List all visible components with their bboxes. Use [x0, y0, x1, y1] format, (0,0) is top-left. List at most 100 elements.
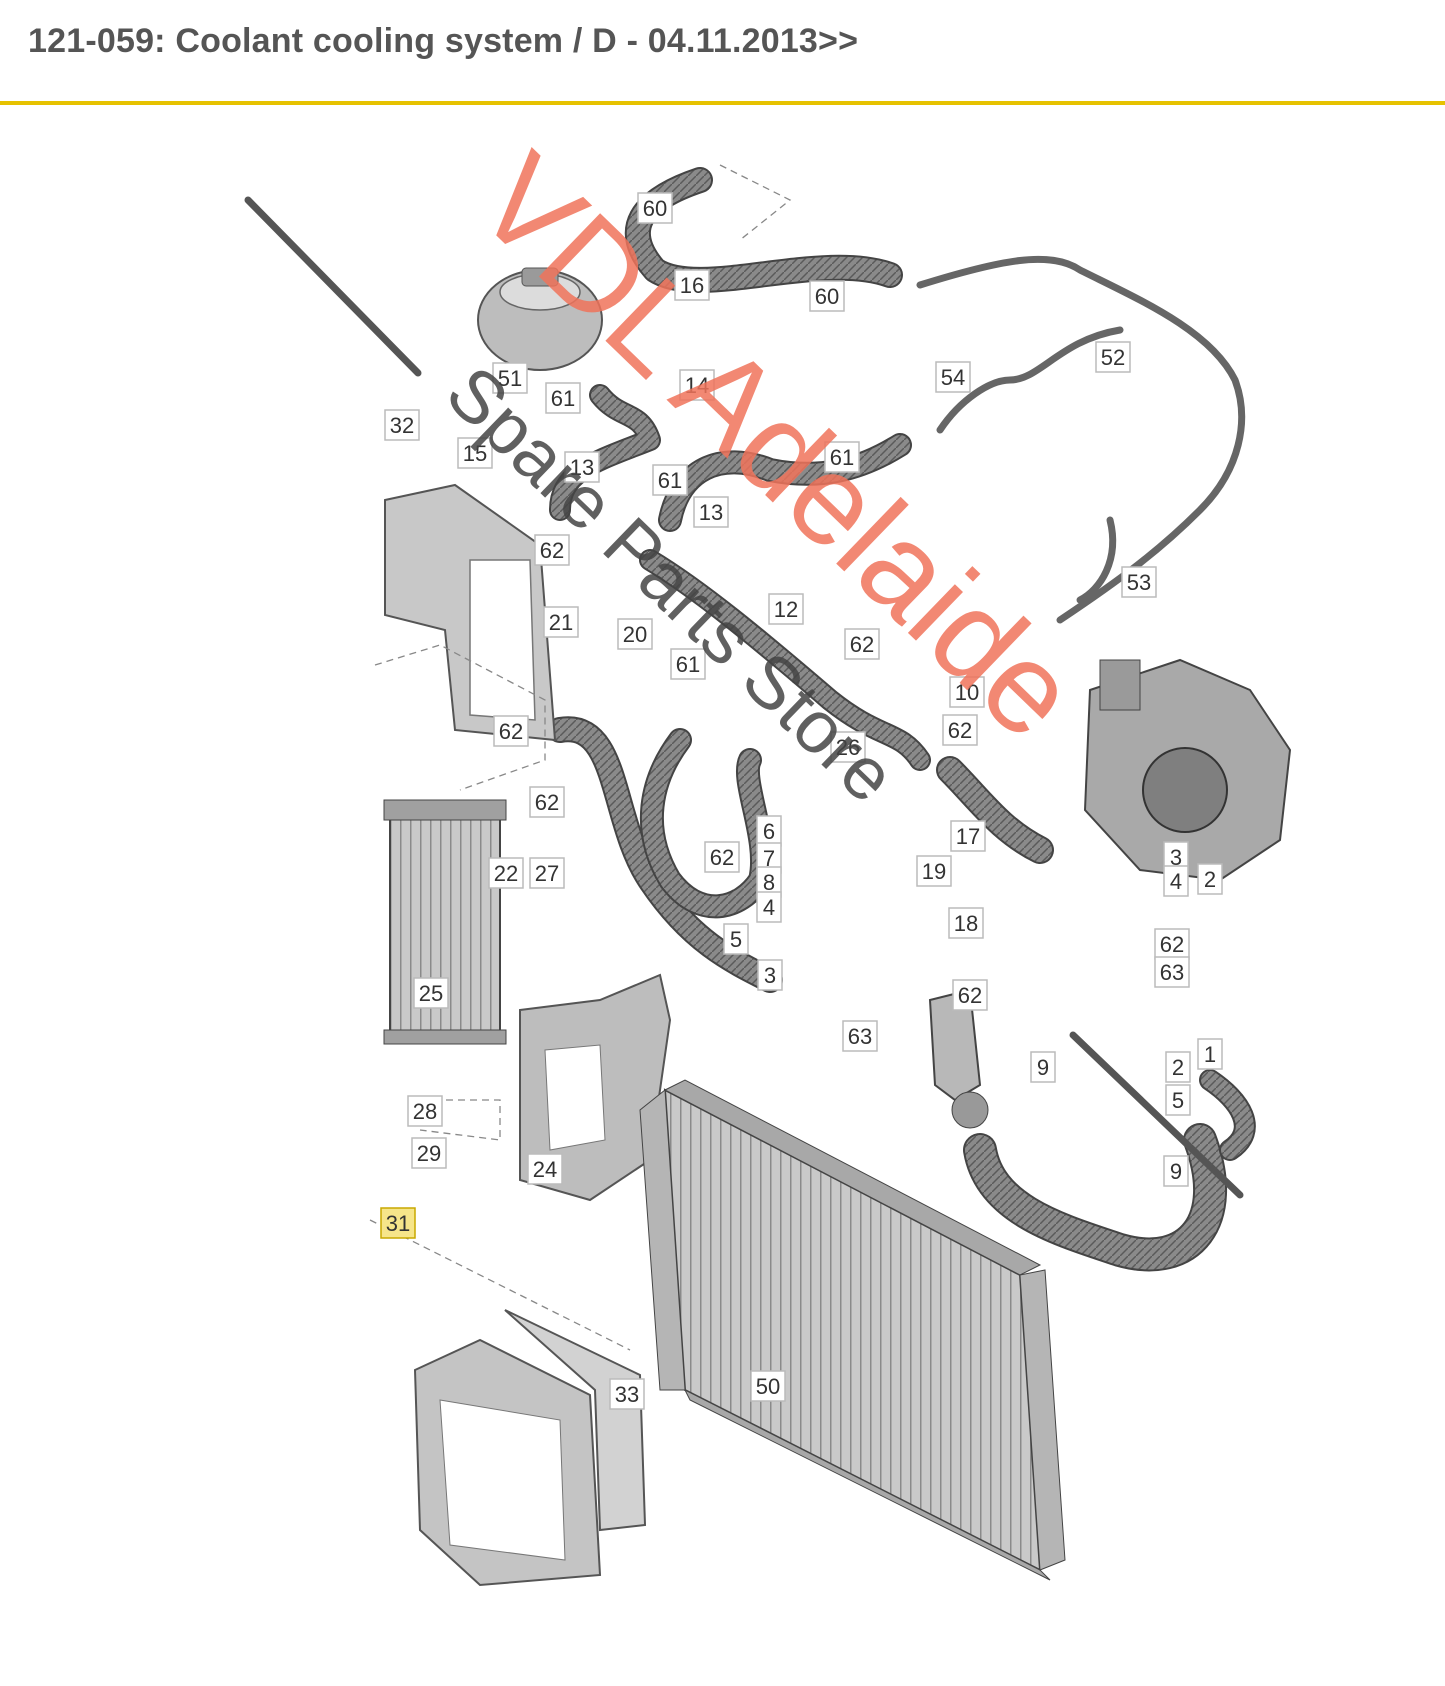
- callout-label: 28: [413, 1099, 437, 1124]
- callout-box: [1197, 1038, 1223, 1070]
- callout-box: [952, 979, 988, 1011]
- callout-label: 15: [463, 441, 487, 466]
- callout-1: 1: [1197, 1038, 1223, 1070]
- callout-53: 53: [1121, 566, 1157, 598]
- callout-box: [407, 1095, 443, 1127]
- bracket-24: [519, 973, 672, 1202]
- callout-27: 27: [529, 857, 565, 889]
- callout-box: [637, 192, 673, 224]
- callout-label: 6: [763, 819, 775, 844]
- callout-17: 17: [950, 820, 986, 852]
- callout-label: 5: [1172, 1088, 1184, 1113]
- callout-box: [809, 280, 845, 312]
- callout-box: [756, 891, 782, 923]
- callout-5: 5: [1165, 1084, 1191, 1116]
- callout-box: [411, 1137, 447, 1169]
- callout-label: 54: [941, 365, 965, 390]
- callout-label: 16: [680, 273, 704, 298]
- callout-62: 62: [534, 534, 570, 566]
- callout-label: 3: [764, 963, 776, 988]
- callout-box: [529, 786, 565, 818]
- callout-19: 19: [916, 855, 952, 887]
- callout-29: 29: [411, 1137, 447, 1169]
- callout-label: 8: [763, 870, 775, 895]
- callout-box: [757, 959, 783, 991]
- callout-label: 53: [1127, 570, 1151, 595]
- callout-label: 2: [1204, 867, 1216, 892]
- callout-label: 61: [658, 468, 682, 493]
- callout-63: 63: [842, 1020, 878, 1052]
- callout-label: 60: [815, 284, 839, 309]
- callout-box: [1163, 1155, 1189, 1187]
- header-rule: [0, 101, 1445, 105]
- callout-label: 62: [958, 983, 982, 1008]
- callout-62: 62: [1154, 928, 1190, 960]
- pump-housing-53: [1083, 658, 1292, 882]
- callout-label: 20: [623, 622, 647, 647]
- callout-box: [679, 369, 715, 401]
- group-leaders: [369, 164, 792, 1351]
- callout-50: 50: [750, 1370, 786, 1402]
- watermark-strokes: [244, 196, 1244, 1199]
- air-guide-32: [384, 483, 557, 742]
- fan-shroud-31: [413, 1338, 602, 1587]
- callout-9: 9: [1163, 1155, 1189, 1187]
- callout-label: 62: [710, 845, 734, 870]
- callout-label: 50: [756, 1374, 780, 1399]
- callout-box: [935, 361, 971, 393]
- main-radiator-50: [639, 1079, 1066, 1581]
- callout-61: 61: [670, 648, 706, 680]
- callout-box: [609, 1378, 645, 1410]
- callout-label: 29: [417, 1141, 441, 1166]
- callout-box: [380, 1207, 416, 1239]
- callout-4: 4: [1163, 865, 1189, 897]
- callout-9: 9: [1030, 1051, 1056, 1083]
- callout-33: 33: [609, 1378, 645, 1410]
- callout-box: [384, 409, 420, 441]
- callout-box: [1197, 863, 1223, 895]
- callout-box: [704, 841, 740, 873]
- callout-box: [942, 714, 978, 746]
- callout-61: 61: [652, 464, 688, 496]
- callout-10: 10: [949, 676, 985, 708]
- callout-label: 27: [535, 861, 559, 886]
- callout-box: [564, 451, 600, 483]
- callout-62: 62: [704, 841, 740, 873]
- callout-label: 61: [830, 445, 854, 470]
- callout-13: 13: [693, 496, 729, 528]
- cover-33: [504, 1309, 647, 1532]
- callout-box: [529, 857, 565, 889]
- callout-63: 63: [1154, 956, 1190, 988]
- callout-box: [652, 464, 688, 496]
- callout-31: 31: [380, 1207, 416, 1239]
- callout-5: 5: [723, 923, 749, 955]
- callout-label: 61: [676, 652, 700, 677]
- callout-6: 6: [756, 815, 782, 847]
- callout-18: 18: [948, 907, 984, 939]
- callout-label: 62: [850, 632, 874, 657]
- callout-box: [534, 534, 570, 566]
- callout-label: 62: [499, 719, 523, 744]
- callout-box: [617, 618, 653, 650]
- callout-62: 62: [952, 979, 988, 1011]
- callout-label: 21: [549, 610, 573, 635]
- callout-label: 4: [763, 895, 775, 920]
- callout-box: [824, 441, 860, 473]
- callout-62: 62: [529, 786, 565, 818]
- auxiliary-radiator-22: [383, 799, 507, 1045]
- callout-label: 13: [699, 500, 723, 525]
- callout-21: 21: [543, 606, 579, 638]
- callout-label: 17: [956, 824, 980, 849]
- callout-box: [493, 715, 529, 747]
- callout-box: [916, 855, 952, 887]
- callout-label: 22: [494, 861, 518, 886]
- callout-14: 14: [679, 369, 715, 401]
- callout-54: 54: [935, 361, 971, 393]
- callout-box: [1165, 1084, 1191, 1116]
- callout-label: 61: [551, 386, 575, 411]
- page-title: 121-059: Coolant cooling system / D - 04…: [28, 22, 859, 60]
- callout-15: 15: [457, 437, 493, 469]
- callout-box: [830, 731, 866, 763]
- callout-16: 16: [674, 269, 710, 301]
- callout-box: [413, 977, 449, 1009]
